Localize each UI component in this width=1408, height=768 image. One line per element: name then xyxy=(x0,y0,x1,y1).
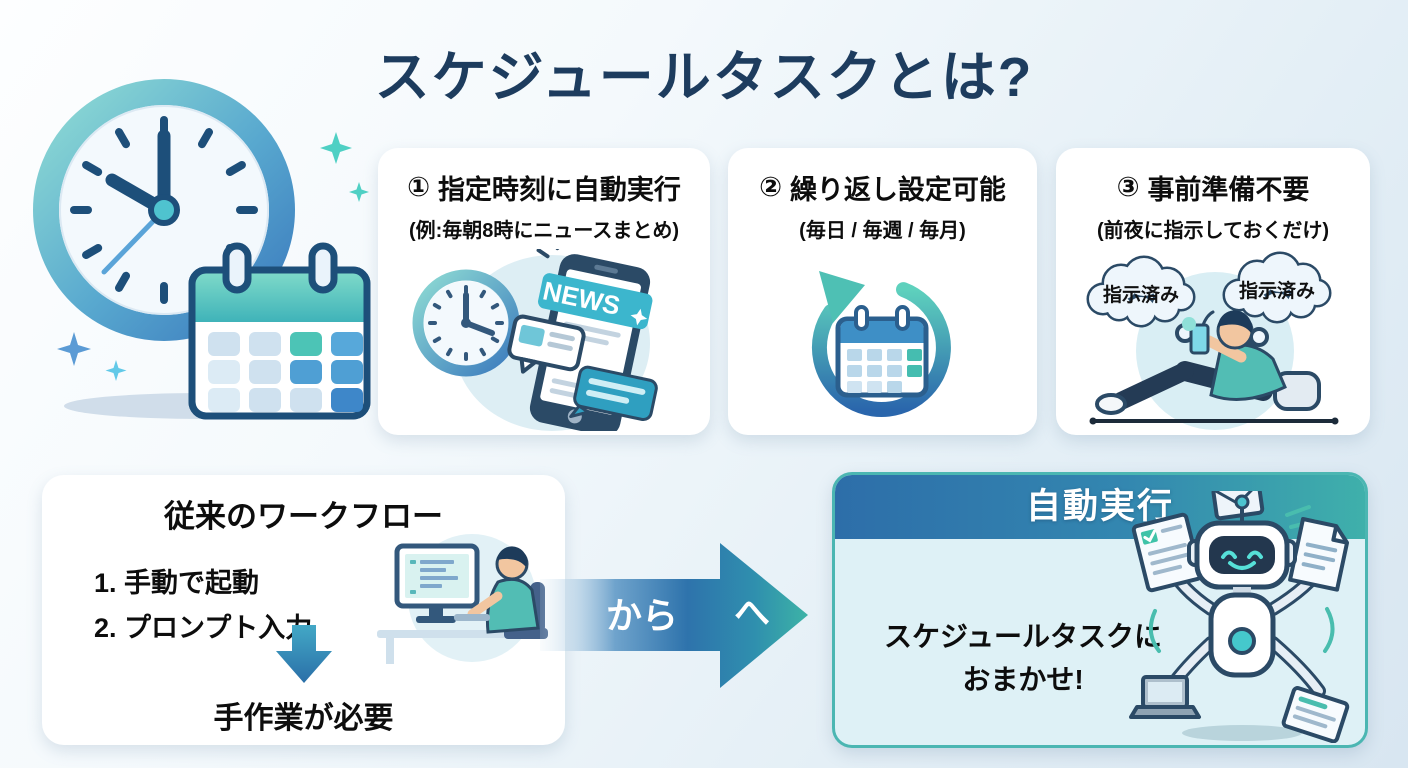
feature-subheading: (前夜に指示しておくだけ) xyxy=(1096,220,1330,242)
thought-bubble-left-label: 指示済み xyxy=(1103,283,1179,306)
down-arrow-icon xyxy=(276,625,332,683)
feature-heading: 事前準備不要 xyxy=(1147,175,1310,205)
after-auto-run-card: 自動実行 スケジュールタスクに おまかせ! xyxy=(832,472,1368,748)
feature-subheading: (毎日 / 毎週 / 毎月) xyxy=(799,220,966,242)
transition-from-label: から xyxy=(606,595,678,636)
thought-bubble-right: 指示済み xyxy=(1222,251,1332,324)
thought-bubble-left: 指示済み xyxy=(1086,255,1196,328)
page-title: スケジュールタスクとは? xyxy=(374,46,1034,108)
after-message: スケジュールタスクに おまかせ! xyxy=(853,615,1193,701)
robot-illustration xyxy=(1129,491,1350,743)
feature-heading: 指定時刻に自動実行 xyxy=(437,175,681,205)
before-step-1: 1. 手動で起動 xyxy=(94,568,260,598)
thought-bubble-right-label: 指示済み xyxy=(1239,279,1315,302)
refresh-arrow-icon xyxy=(811,271,951,418)
feature-card-auto-run: ① 指定時刻に自動実行 (例:毎朝8時にニュースまとめ) xyxy=(378,148,710,435)
relaxed-person-illustration: 指示済み 指示済み xyxy=(1086,251,1339,430)
seated-person-icon xyxy=(454,546,548,639)
transition-arrow-icon: から へ xyxy=(540,543,808,688)
monitor-icon xyxy=(394,543,480,623)
before-title: 従来のワークフロー xyxy=(164,499,443,534)
feature-card-no-prep: ③ 事前準備不要 (前夜に指示しておくだけ) 指示済み xyxy=(1056,148,1370,435)
document-page-icon xyxy=(1288,517,1350,592)
small-clock-icon xyxy=(412,269,520,377)
before-result: 手作業が必要 xyxy=(213,702,394,735)
transition-to-label: へ xyxy=(734,592,770,633)
clock-icon xyxy=(33,79,295,341)
feature-number: ③ xyxy=(1116,172,1140,202)
laptop-icon xyxy=(1129,675,1201,719)
chat-bubble-teal-icon xyxy=(569,365,658,422)
after-message-line1: スケジュールタスクに xyxy=(883,621,1163,652)
feature-number: ① xyxy=(407,172,430,202)
chat-bubble-light-icon xyxy=(507,314,586,374)
after-message-line2: おまかせ! xyxy=(962,664,1084,695)
feature-heading: 繰り返し設定可能 xyxy=(789,175,1006,205)
mini-calendar-icon xyxy=(835,305,928,398)
robot-icon xyxy=(1129,491,1350,743)
sparkle-icons xyxy=(57,132,369,381)
after-header: 自動実行 xyxy=(835,475,1365,539)
repeat-calendar-illustration xyxy=(811,271,951,418)
calendar-icon xyxy=(188,242,371,420)
feature-subheading: (例:毎朝8時にニュースまとめ) xyxy=(408,220,680,242)
smartphone-icon: NEWS xyxy=(507,249,658,431)
before-step-2: 2. プロンプト入力 xyxy=(94,613,313,643)
report-page-icon xyxy=(1281,686,1350,743)
feature-card-repeat: ② 繰り返し設定可能 (毎日 / 毎週 / 毎月) xyxy=(728,148,1037,435)
clock-news-phone-illustration: NEWS xyxy=(412,249,658,431)
clock-calendar-illustration xyxy=(33,79,371,420)
before-workflow-card: 従来のワークフロー 1. 手動で起動 2. プロンプト入力 xyxy=(42,475,565,745)
person-at-computer-illustration xyxy=(377,534,548,664)
relaxing-person-icon xyxy=(1089,310,1339,425)
feature-number: ② xyxy=(759,172,782,202)
